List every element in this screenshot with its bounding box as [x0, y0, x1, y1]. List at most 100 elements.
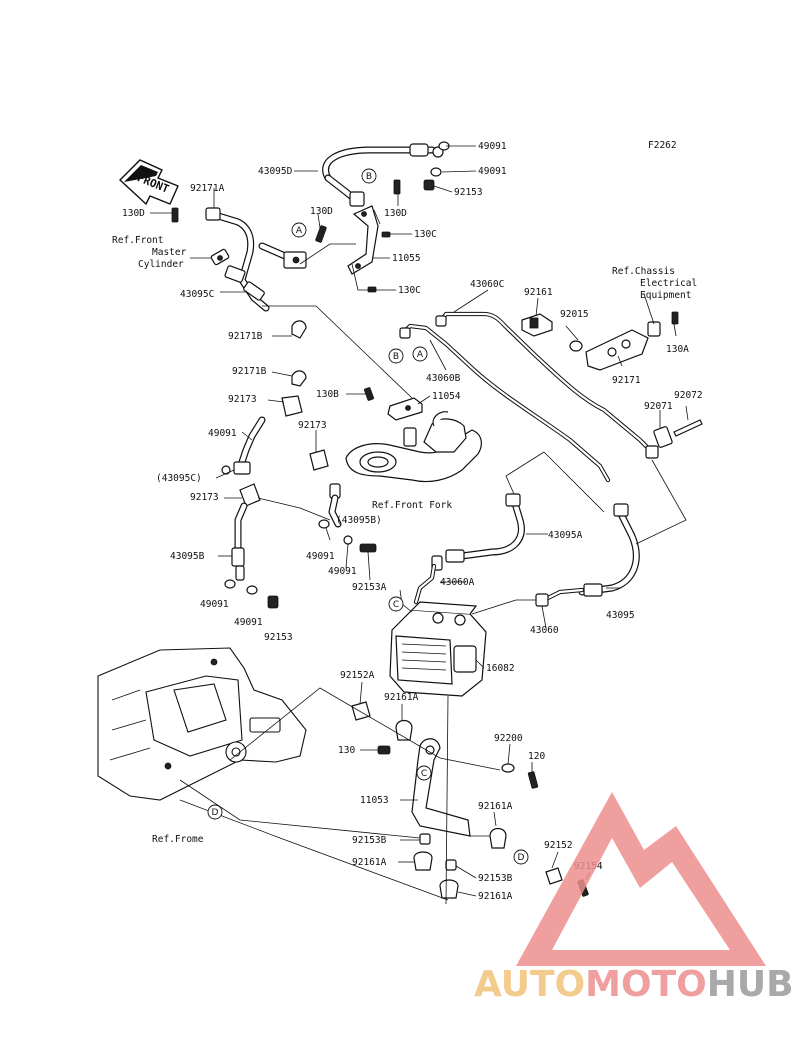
- label-130d-c: 130D: [384, 208, 407, 219]
- label-equipment: Equipment: [640, 290, 691, 301]
- label-92171a: 92171A: [190, 183, 225, 194]
- callout-b-1: B: [361, 168, 377, 184]
- callout-d-2: D: [513, 849, 529, 865]
- label-43060b: 43060B: [426, 373, 461, 384]
- label-43095a: 43095A: [548, 530, 583, 541]
- label-92071: 92071: [644, 401, 673, 412]
- label-49091-a: 49091: [478, 141, 507, 152]
- connector-92171: [585, 311, 679, 371]
- label-120: 120: [528, 751, 545, 762]
- label-92161a-d: 92161A: [478, 891, 513, 902]
- label-ref-front-fork: Ref.Front Fork: [372, 500, 452, 511]
- svg-text:D: D: [518, 853, 525, 863]
- callout-b-2: B: [388, 348, 404, 364]
- label-43095c-ref: (43095C): [156, 473, 202, 484]
- label-130d-b: 130D: [310, 206, 333, 217]
- label-16082: 16082: [486, 663, 515, 674]
- master-cylinder-ref: [210, 248, 230, 266]
- label-43095b-ref: (43095B): [336, 515, 382, 526]
- svg-text:C: C: [393, 600, 399, 610]
- clamps-92173: [309, 449, 377, 553]
- label-ref-frome: Ref.Frome: [152, 834, 204, 845]
- hose-43095: [535, 503, 640, 607]
- part-labels: 49091 43095D 49091 92153 92171A 130D 130…: [112, 141, 703, 902]
- lower-small-parts: [351, 701, 589, 899]
- svg-text:B: B: [366, 172, 372, 182]
- label-master: Master: [152, 247, 187, 258]
- bracket-11055: [347, 205, 391, 293]
- label-130a: 130A: [666, 344, 689, 355]
- label-43060: 43060: [530, 625, 559, 636]
- bracket-11054: [364, 387, 423, 421]
- bracket-11053: [411, 738, 471, 837]
- callout-a-2: A: [412, 346, 428, 362]
- callout-c-1: C: [388, 596, 404, 612]
- label-49091-g: 49091: [234, 617, 263, 628]
- svg-text:D: D: [212, 808, 219, 818]
- label-130c-b: 130C: [398, 285, 421, 296]
- washers-top: [423, 141, 450, 191]
- label-49091-d: 49091: [306, 551, 335, 562]
- bolts-130d: [171, 179, 401, 243]
- hose-43095a: [431, 493, 525, 571]
- label-92153a: 92153A: [352, 582, 387, 593]
- logo-triangle-icon: [516, 792, 766, 966]
- label-11053: 11053: [360, 795, 389, 806]
- label-130b: 130B: [316, 389, 339, 400]
- label-11055: 11055: [392, 253, 421, 264]
- label-92072: 92072: [674, 390, 703, 401]
- label-130: 130: [338, 745, 355, 756]
- grommet-92161: [521, 313, 553, 337]
- label-ref-chassis: Ref.Chassis: [612, 266, 675, 277]
- label-130d-a: 130D: [122, 208, 145, 219]
- pipe-43060a: [413, 563, 437, 605]
- label-49091-c: 49091: [208, 428, 237, 439]
- label-92171b-b: 92171B: [232, 366, 267, 377]
- svg-text:A: A: [296, 226, 303, 236]
- label-92153-a: 92153: [454, 187, 483, 198]
- logo-text-auto: AUTOMOTOHUB: [474, 964, 794, 1005]
- label-92171: 92171: [612, 375, 641, 386]
- label-92152a: 92152A: [340, 670, 375, 681]
- label-92161a-b: 92161A: [478, 801, 513, 812]
- label-49091-b: 49091: [478, 166, 507, 177]
- label-cylinder: Cylinder: [138, 259, 184, 270]
- label-92161a-c: 92161A: [352, 857, 387, 868]
- label-49091-f: 49091: [200, 599, 229, 610]
- left-middle-parts: [221, 320, 307, 609]
- label-92171b-a: 92171B: [228, 331, 263, 342]
- label-43095c: 43095C: [180, 289, 214, 300]
- svg-text:C: C: [421, 769, 427, 779]
- label-92173-c: 92173: [190, 492, 219, 503]
- label-92153-b: 92153: [264, 632, 293, 643]
- frame-ref: [97, 647, 307, 801]
- label-92153b-a: 92153B: [352, 835, 387, 846]
- label-92173-b: 92173: [298, 420, 327, 431]
- abs-unit-16082: [389, 601, 487, 697]
- label-49091-e: 49091: [328, 566, 357, 577]
- label-92153b-b: 92153B: [478, 873, 513, 884]
- diagram-code: F2262: [648, 140, 677, 151]
- label-92200: 92200: [494, 733, 523, 744]
- watermark-logo: AUTOMOTOHUB: [474, 792, 794, 1005]
- label-43060c: 43060C: [470, 279, 504, 290]
- hose-43095c: [205, 207, 307, 312]
- callout-a-1: A: [291, 222, 307, 238]
- label-43095b: 43095B: [170, 551, 205, 562]
- label-ref-front: Ref.Front: [112, 235, 163, 246]
- label-electrical: Electrical: [640, 278, 697, 289]
- front-fork-ref: [345, 411, 482, 483]
- label-130c-a: 130C: [414, 229, 437, 240]
- label-92161: 92161: [524, 287, 553, 298]
- label-92173-a: 92173: [228, 394, 257, 405]
- label-43095d: 43095D: [258, 166, 293, 177]
- label-92152: 92152: [544, 840, 573, 851]
- callout-d-1: D: [207, 804, 223, 820]
- front-arrow-icon: FRONT: [118, 159, 179, 206]
- callout-c-2: C: [416, 765, 432, 781]
- label-43060a: 43060A: [440, 577, 475, 588]
- washer-92015: [569, 340, 583, 352]
- label-11054: 11054: [432, 391, 461, 402]
- label-92161a-a: 92161A: [384, 692, 419, 703]
